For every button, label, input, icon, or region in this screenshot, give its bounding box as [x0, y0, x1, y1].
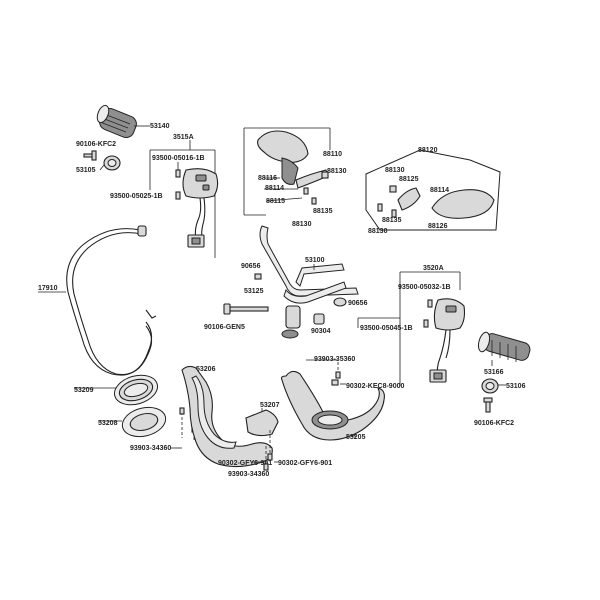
- label-93903-35360: 93903-35360: [314, 356, 355, 363]
- label-88115: 88115: [266, 198, 285, 205]
- label-93500-05032-1b: 93500-05032-1B: [398, 284, 451, 291]
- label-53166: 53166: [484, 369, 504, 376]
- right-switch-screw-bottom: [423, 319, 429, 328]
- meter-lens: [121, 406, 167, 438]
- label-90656-b: 90656: [348, 300, 368, 307]
- label-88114-a: 88114: [265, 185, 284, 192]
- label-3515a: 3515A: [173, 134, 194, 141]
- label-53206: 53206: [196, 366, 216, 373]
- label-53125: 53125: [244, 288, 264, 295]
- label-3520a: 3520A: [423, 265, 444, 272]
- label-53140: 53140: [150, 123, 170, 130]
- right-switch-screw-top: [427, 299, 433, 308]
- label-93500-05025-1b: 93500-05025-1B: [110, 193, 163, 200]
- label-53208: 53208: [98, 420, 118, 427]
- clamp-washer: [333, 297, 347, 307]
- throttle-cable: [66, 225, 157, 376]
- left-handlebar-switch: [182, 168, 219, 199]
- handlebar-front-cover: [280, 370, 385, 441]
- right-bar-end-weight: [481, 378, 499, 394]
- label-53100: 53100: [305, 257, 325, 264]
- cover-rear-part: [245, 409, 279, 437]
- label-93500-05016-1b: 93500-05016-1B: [152, 155, 205, 162]
- label-88130-c: 88130: [385, 167, 405, 174]
- label-88120: 88120: [418, 147, 438, 154]
- label-53105: 53105: [76, 167, 96, 174]
- speedometer-ring: [114, 374, 158, 406]
- left-bar-end-bolt: [83, 150, 97, 161]
- label-93903-34360-a: 93903-34360: [130, 445, 171, 452]
- label-90304: 90304: [311, 328, 331, 335]
- label-17910: 17910: [38, 285, 58, 292]
- clamp-nut: [313, 313, 325, 325]
- label-90656-a: 90656: [241, 263, 261, 270]
- left-grip: [96, 104, 137, 139]
- left-switch-connector: [187, 234, 205, 248]
- right-grip: [477, 331, 531, 362]
- handlebar-pipe: [259, 225, 359, 304]
- label-90106-kfc2-right: 90106-KFC2: [474, 420, 514, 427]
- label-88110: 88110: [323, 151, 342, 158]
- handlebar-clamp-holder: [281, 305, 301, 339]
- label-88135-a: 88135: [313, 208, 333, 215]
- left-switch-screw-top: [175, 169, 181, 178]
- left-mirror: [257, 130, 309, 185]
- label-53205: 53205: [346, 434, 366, 441]
- label-53106: 53106: [506, 383, 526, 390]
- right-bar-end-bolt: [483, 397, 493, 413]
- right-handlebar-switch: [433, 298, 466, 331]
- label-88130-b: 88130: [292, 221, 312, 228]
- label-88114-b: 88114: [430, 187, 449, 194]
- label-88135-b: 88135: [382, 217, 402, 224]
- left-switch-screw-bottom: [175, 191, 181, 200]
- label-90302-gfy6-901-b: 90302-GFY6-901: [278, 460, 332, 467]
- right-mirror-bracket: [397, 187, 421, 211]
- left-bar-end-weight: [103, 155, 121, 171]
- label-88116: 88116: [258, 175, 277, 182]
- label-88126: 88126: [428, 223, 448, 230]
- label-93500-05045-1b: 93500-05045-1B: [360, 325, 413, 332]
- label-53209: 53209: [74, 387, 94, 394]
- handlebar-mount-bolt: [223, 303, 269, 315]
- label-53207: 53207: [260, 402, 280, 409]
- label-88130-d: 88130: [368, 228, 388, 235]
- label-90106-gen5: 90106-GEN5: [204, 324, 245, 331]
- label-88125: 88125: [399, 176, 419, 183]
- label-90302-gfy6-901-a: 90302-GFY6-901: [218, 460, 272, 467]
- right-mirror: [431, 189, 495, 219]
- handlebar-rear-cover: [181, 365, 273, 468]
- right-switch-connector: [429, 369, 447, 383]
- label-93903-34360-b: 93903-34360: [228, 471, 269, 478]
- label-90302-kec8-9000: 90302-KEC8-9000: [346, 383, 404, 390]
- label-90106-kfc2-left: 90106-KFC2: [76, 141, 116, 148]
- label-88130-a: 88130: [327, 168, 347, 175]
